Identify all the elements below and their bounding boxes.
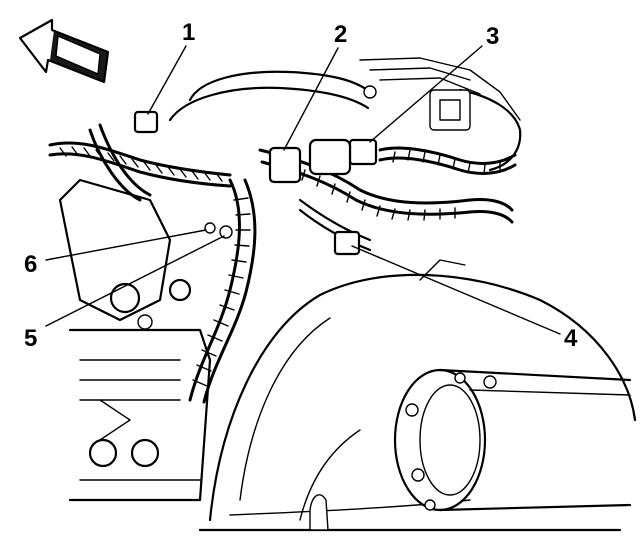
- connector-3: [348, 138, 378, 166]
- callout-4: 4: [564, 325, 578, 352]
- connector-4: [333, 230, 361, 256]
- callout-2: 2: [334, 21, 347, 48]
- connector-2: [268, 146, 302, 184]
- engine-block: [58, 178, 212, 502]
- callout-5: 5: [24, 325, 37, 352]
- callout-3: 3: [486, 23, 499, 50]
- leader-5: [45, 235, 225, 327]
- leader-1: [147, 45, 187, 115]
- connector-1: [133, 110, 159, 134]
- leader-6: [45, 229, 207, 261]
- leader-4: [351, 245, 561, 335]
- forward-arrow-icon: [18, 18, 110, 84]
- leader-lines: [45, 45, 561, 335]
- callout-labels: 1 2 3 4 5 6: [24, 19, 578, 352]
- callout-1: 1: [182, 19, 195, 46]
- ground-bolt-5: [219, 225, 233, 239]
- extension-housing: [309, 368, 632, 531]
- leader-2: [283, 47, 339, 151]
- leader-3: [369, 45, 483, 143]
- intake-manifold: [168, 57, 522, 172]
- callout-6: 6: [24, 251, 37, 278]
- connectors: [133, 110, 378, 256]
- bolt-6: [204, 222, 216, 234]
